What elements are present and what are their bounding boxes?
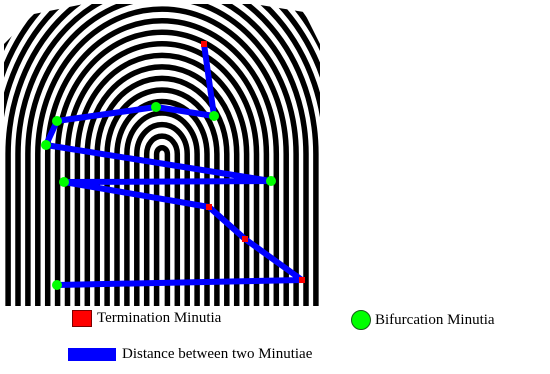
distance-swatch-icon	[68, 348, 116, 361]
termination-marker	[206, 204, 212, 210]
ridge-line	[4, 4, 320, 306]
legend-bifurcation: Bifurcation Minutia	[351, 310, 495, 330]
ridge-line	[35, 6, 289, 306]
legend-distance: Distance between two Minutiae	[68, 346, 312, 363]
ridge-line	[5, 4, 319, 306]
bifurcation-marker	[52, 280, 62, 290]
fingerprint-figure	[4, 4, 320, 306]
ridge-line	[25, 4, 299, 306]
ridge-line	[15, 4, 309, 306]
minutiae-markers	[41, 41, 305, 290]
ridge-line	[64, 41, 260, 306]
ridge-line	[4, 4, 320, 306]
ridge-line	[54, 29, 270, 306]
bifurcation-marker	[41, 140, 51, 150]
bifurcation-marker	[52, 116, 62, 126]
legend-distance-label: Distance between two Minutiae	[122, 346, 313, 362]
legend-bifurcation-label: Bifurcation Minutia	[375, 311, 495, 328]
ridge-line	[143, 133, 181, 306]
bifurcation-marker	[151, 102, 161, 112]
termination-swatch-icon	[72, 310, 92, 327]
ridge-line	[153, 144, 171, 306]
fingerprint-svg	[4, 4, 320, 306]
bifurcation-marker	[59, 177, 69, 187]
ridge-line	[124, 110, 200, 306]
legend-termination: Termination Minutia	[72, 310, 221, 327]
ridge-line	[114, 98, 210, 306]
termination-marker	[201, 41, 207, 47]
ridge-line	[44, 17, 280, 306]
bifurcation-marker	[209, 111, 219, 121]
bifurcation-swatch-icon	[351, 310, 371, 330]
ridge-line	[94, 75, 230, 306]
termination-marker	[299, 277, 305, 283]
ridge-line	[104, 87, 220, 306]
legend-termination-label: Termination Minutia	[97, 310, 222, 326]
ridge-line	[134, 121, 190, 306]
termination-marker	[242, 236, 248, 242]
bifurcation-marker	[266, 176, 276, 186]
ridge-line	[84, 64, 240, 306]
